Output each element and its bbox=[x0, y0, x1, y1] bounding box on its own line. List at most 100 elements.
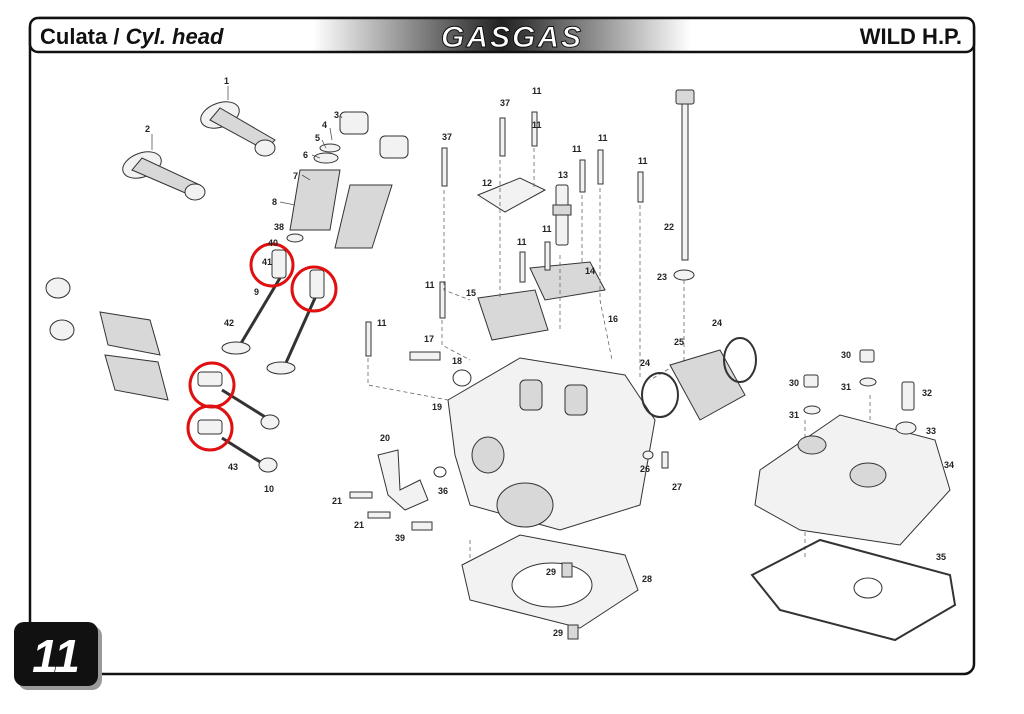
callout-11-g: 11 bbox=[542, 224, 552, 234]
callout-11-e: 11 bbox=[638, 156, 648, 166]
retainer bbox=[313, 152, 339, 164]
callout-43: 43 bbox=[228, 462, 238, 472]
dowel-29-a bbox=[561, 562, 573, 578]
header-bar: Culata / Cyl. head GASGAS WILD H.P. bbox=[28, 16, 976, 55]
bolt-21-a bbox=[349, 491, 373, 499]
callout-13: 13 bbox=[558, 170, 568, 180]
callout-21-b: 21 bbox=[354, 520, 364, 530]
water-outlet bbox=[349, 449, 447, 531]
valve-stem-a bbox=[238, 277, 282, 346]
cam-bracket-12 bbox=[476, 177, 547, 213]
valve-stem-b bbox=[283, 297, 317, 366]
screw-27 bbox=[661, 451, 669, 469]
cam-bracket-14 bbox=[529, 261, 606, 301]
header-title: Culata / Cyl. head bbox=[40, 24, 224, 49]
spring-seat bbox=[286, 233, 304, 243]
callout-27: 27 bbox=[672, 482, 682, 492]
callout-1: 1 bbox=[224, 76, 229, 86]
callout-8: 8 bbox=[272, 197, 277, 207]
head-gasket bbox=[461, 534, 639, 640]
cylinder-stud bbox=[673, 89, 695, 281]
valve-cover bbox=[754, 414, 951, 546]
temp-sensor-39 bbox=[411, 521, 433, 531]
callout-25: 25 bbox=[674, 337, 684, 347]
title-separator: / bbox=[107, 24, 125, 49]
cover-fasteners bbox=[803, 349, 917, 435]
callout-5: 5 bbox=[315, 133, 320, 143]
washer-23 bbox=[673, 269, 695, 281]
highlight-circle-41 bbox=[249, 242, 295, 288]
cylinder-head bbox=[447, 357, 656, 531]
callout-41: 41 bbox=[262, 257, 272, 267]
callout-23: 23 bbox=[657, 272, 667, 282]
callout-38: 38 bbox=[274, 222, 284, 232]
shim bbox=[319, 143, 341, 153]
valve-spring-a bbox=[289, 169, 341, 231]
seal-18 bbox=[452, 369, 472, 387]
valve-spring-b bbox=[334, 184, 393, 249]
callout-11-i: 11 bbox=[377, 318, 387, 328]
page-number: 11 bbox=[32, 630, 80, 682]
callout-31-b: 31 bbox=[789, 410, 799, 420]
callout-40: 40 bbox=[268, 238, 278, 248]
callout-33: 33 bbox=[926, 426, 936, 436]
clamp-24-b bbox=[723, 337, 757, 383]
callout-36: 36 bbox=[438, 486, 448, 496]
seal-33 bbox=[895, 421, 917, 435]
callout-34: 34 bbox=[944, 460, 954, 470]
bolt-21-b bbox=[367, 511, 391, 519]
callout-26: 26 bbox=[640, 464, 650, 474]
valve-head-b bbox=[266, 361, 296, 375]
callout-11-h: 11 bbox=[425, 280, 435, 290]
o-ring-36 bbox=[433, 466, 447, 478]
bucket-tappet-b bbox=[379, 135, 409, 159]
valve-guide-41 bbox=[271, 249, 287, 279]
valve-train-lower bbox=[45, 277, 280, 473]
callout-28: 28 bbox=[642, 574, 652, 584]
callout-11-b: 11 bbox=[532, 120, 542, 130]
callout-30-a: 30 bbox=[841, 350, 851, 360]
highlight-circle-valve-guide bbox=[290, 265, 338, 313]
callout-11-f: 11 bbox=[517, 237, 527, 247]
callout-29-a: 29 bbox=[546, 567, 556, 577]
callout-37-a: 37 bbox=[500, 98, 510, 108]
callout-39: 39 bbox=[395, 533, 405, 543]
intake-manifold-25 bbox=[669, 349, 746, 421]
model-name: WILD H.P. bbox=[860, 24, 962, 49]
title-en: Cyl. head bbox=[126, 24, 224, 49]
spark-plug bbox=[552, 184, 572, 246]
callout-37-b: 37 bbox=[442, 132, 452, 142]
callout-7: 7 bbox=[293, 171, 298, 181]
intake-parts bbox=[409, 337, 757, 469]
callout-4: 4 bbox=[322, 120, 327, 130]
callout-42: 42 bbox=[224, 318, 234, 328]
callout-10: 10 bbox=[264, 484, 274, 494]
washer-26 bbox=[642, 450, 654, 460]
highlight-circle-lower-guide-b bbox=[186, 404, 234, 452]
callout-6: 6 bbox=[303, 150, 308, 160]
callout-11-c: 11 bbox=[572, 144, 582, 154]
callout-9: 9 bbox=[254, 287, 259, 297]
callout-24-b: 24 bbox=[640, 358, 650, 368]
valve-guide-b bbox=[309, 269, 325, 299]
valve-head-a bbox=[221, 341, 251, 355]
callout-17: 17 bbox=[424, 334, 434, 344]
callout-19: 19 bbox=[432, 402, 442, 412]
callout-11-d: 11 bbox=[598, 133, 608, 143]
bolt-30-a bbox=[859, 349, 875, 363]
callout-15: 15 bbox=[466, 288, 476, 298]
callout-31-a: 31 bbox=[841, 382, 851, 392]
clamp-24-a bbox=[641, 372, 679, 418]
leader-lines bbox=[151, 86, 343, 206]
callout-20: 20 bbox=[380, 433, 390, 443]
bolts-11-37 bbox=[365, 111, 644, 357]
washer-31-a bbox=[859, 377, 877, 387]
camshaft-exhaust bbox=[200, 101, 276, 157]
callout-2: 2 bbox=[145, 124, 150, 134]
callout-32: 32 bbox=[922, 388, 932, 398]
dowel-29-b bbox=[567, 624, 579, 640]
valve-cover-gasket bbox=[750, 538, 957, 642]
callout-16: 16 bbox=[608, 314, 618, 324]
washer-31-b bbox=[803, 405, 821, 415]
